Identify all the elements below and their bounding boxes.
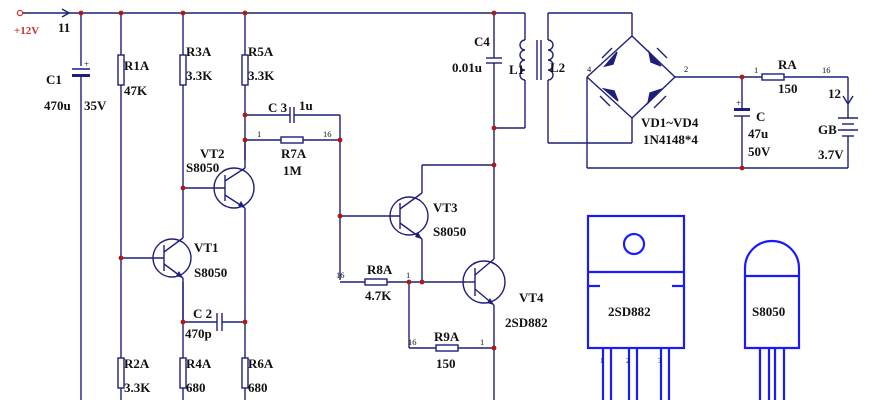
gb-ref: GB <box>818 122 837 137</box>
ra-value: 150 <box>778 81 798 96</box>
gb-value: 3.7V <box>818 147 844 162</box>
r8a-pin-right: 1 <box>406 270 410 280</box>
c2-value: 470p <box>185 326 212 341</box>
r2a-ref: R2A <box>124 356 150 371</box>
svg-text:1: 1 <box>600 357 604 365</box>
r7a-pin-right: 16 <box>323 129 332 139</box>
r1a-ref: R1A <box>124 58 150 73</box>
svg-text:3: 3 <box>658 357 662 365</box>
c1-value: 470u <box>44 98 71 113</box>
resistor-r4a: R4A 680 <box>179 282 212 400</box>
resistor-r7a: 1 16 R7A 1M <box>245 129 341 280</box>
vt1-ref: VT1 <box>194 240 219 255</box>
resistor-r3a: R3A 3.3K <box>179 13 213 210</box>
l2-ref: L2 <box>550 60 565 75</box>
transistor-vt3: VT3 S8050 <box>340 164 494 282</box>
supply-label: +12V <box>14 25 39 37</box>
bridge-rectifier: 4 2 VD1~VD4 1N4148*4 <box>548 12 848 169</box>
l1-ref: L1 <box>509 62 524 77</box>
capacitor-c2: C 2 470p <box>183 306 245 341</box>
r4a-value: 680 <box>186 380 206 395</box>
resistor-r6a: R6A 680 <box>241 215 274 400</box>
transistor-vt4: VT4 2SD882 <box>462 128 548 400</box>
c-rating: 50V <box>748 144 771 159</box>
svg-text:2: 2 <box>626 357 630 365</box>
resistor-r9a: 16 1 R9A 150 <box>408 282 494 371</box>
ra-pin-left: 1 <box>754 65 758 75</box>
capacitor-c: + C 47u 50V <box>734 77 771 168</box>
r4a-ref: R4A <box>186 356 212 371</box>
resistor-ra: 1 16 RA 150 <box>754 57 848 96</box>
r1a-value: 47K <box>124 83 148 98</box>
package-s8050: S8050 <box>743 239 801 400</box>
gb-node: 12 <box>828 86 841 101</box>
r5a-ref: R5A <box>248 44 274 59</box>
r3a-value: 3.3K <box>186 68 213 83</box>
supply-node: 11 <box>58 20 70 35</box>
r6a-ref: R6A <box>248 356 274 371</box>
c3-value: 1u <box>299 98 313 113</box>
battery-gb: 12 GB 3.7V <box>818 77 858 168</box>
resistor-r5a: R5A 3.3K <box>241 13 275 160</box>
c2-ref: C 2 <box>193 306 212 321</box>
resistor-r8a: 16 1 R8A 4.7K <box>336 262 466 303</box>
transistor-vt1: VT1 S8050 <box>121 210 227 322</box>
r9a-pin-left: 16 <box>408 337 417 347</box>
c-ref: C <box>756 109 765 124</box>
c4-value: 0.01u <box>452 60 482 75</box>
c3-ref: C 3 <box>268 100 288 115</box>
capacitor-c3: C 3 1u <box>245 98 341 140</box>
inductor-l1: L1 <box>494 13 526 129</box>
ra-pin-right: 16 <box>822 65 831 75</box>
r6a-value: 680 <box>248 380 268 395</box>
capacitor-c4: C4 0.01u <box>452 13 502 128</box>
r7a-value: 1M <box>283 163 302 178</box>
supply-rail: +12V 11 <box>14 8 525 37</box>
resistor-r1a: R1A 47K <box>117 13 150 358</box>
c4-ref: C4 <box>474 34 490 49</box>
svg-text:+: + <box>736 98 741 108</box>
r8a-value: 4.7K <box>365 288 392 303</box>
r9a-value: 150 <box>436 356 456 371</box>
svg-text:+: + <box>84 59 89 69</box>
vt3-type: S8050 <box>433 224 466 239</box>
c1-rating: 35V <box>84 98 107 113</box>
r9a-pin-right: 1 <box>480 337 484 347</box>
r3a-ref: R3A <box>186 44 212 59</box>
r8a-ref: R8A <box>367 262 393 277</box>
r7a-pin-left: 1 <box>257 129 261 139</box>
transistor-vt2: VT2 S8050 <box>183 140 255 215</box>
c1-ref: C1 <box>46 72 62 87</box>
inductor-l2: L2 <box>536 13 565 143</box>
bridge-ref: VD1~VD4 <box>641 115 699 130</box>
vt3-ref: VT3 <box>433 200 458 215</box>
vt2-type: S8050 <box>186 160 219 175</box>
bridge-pin-in: 4 <box>587 64 592 74</box>
r8a-pin-left: 16 <box>336 270 345 280</box>
vt4-type: 2SD882 <box>505 315 548 330</box>
resistor-r2a: R2A 3.3K <box>117 356 151 400</box>
r5a-value: 3.3K <box>248 68 275 83</box>
c-value: 47u <box>748 126 768 141</box>
ra-ref: RA <box>778 57 797 72</box>
vt4-ref: VT4 <box>519 290 544 305</box>
r2a-value: 3.3K <box>124 380 151 395</box>
capacitor-c1: + C1 470u 35V <box>44 13 107 400</box>
r7a-ref: R7A <box>281 146 307 161</box>
pkg-2sd882-label: 2SD882 <box>608 304 651 319</box>
bridge-value: 1N4148*4 <box>643 132 698 147</box>
pkg-s8050-label: S8050 <box>752 304 785 319</box>
bridge-pin-out: 2 <box>684 64 688 74</box>
r9a-ref: R9A <box>434 329 460 344</box>
junction-dots <box>78 10 745 351</box>
package-2sd882: 1 2 3 2SD882 <box>586 214 686 400</box>
vt1-type: S8050 <box>194 265 227 280</box>
vt2-ref: VT2 <box>200 146 225 161</box>
